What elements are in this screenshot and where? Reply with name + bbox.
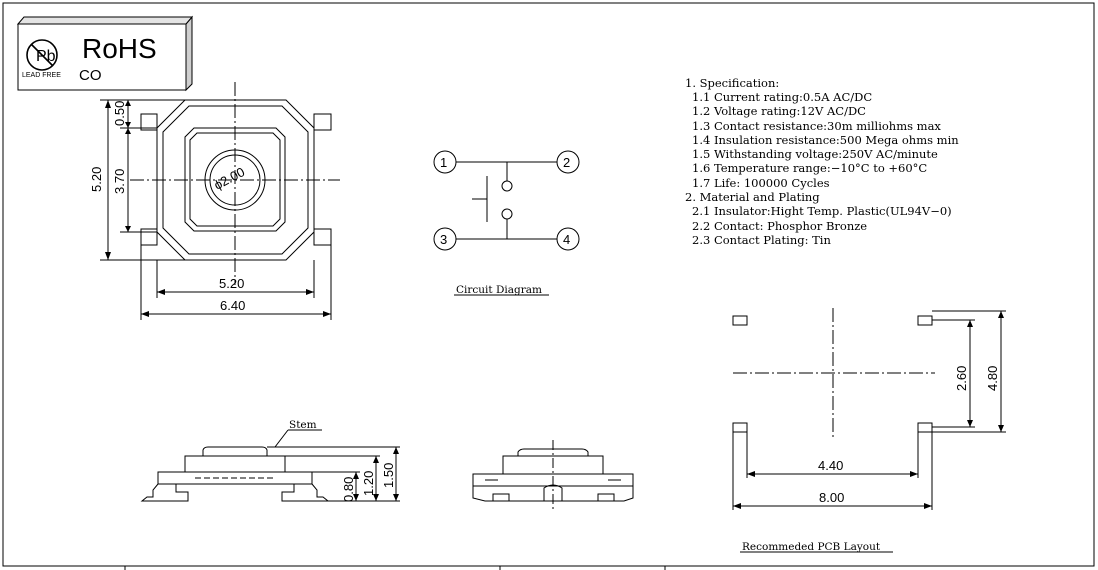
spec-line: 1.5 Withstanding voltage:250V AC/minute — [692, 147, 938, 161]
circuit-caption: Circuit Diagram — [456, 284, 542, 296]
circuit-pin-3: 3 — [440, 232, 447, 247]
pcb-caption: Recommeded PCB Layout — [742, 541, 881, 553]
circuit-pin-2: 2 — [563, 155, 570, 170]
dim-5-20-horizontal: 5.20 — [219, 276, 244, 291]
spec-line: 1.3 Contact resistance:30m milliohms max — [692, 119, 941, 133]
rohs-subtitle: CO — [79, 67, 102, 84]
dim-diameter-2-00: ϕ2.00 — [211, 164, 247, 193]
rohs-title: RoHS — [82, 33, 157, 64]
spec-line: 2. Material and Plating — [685, 190, 820, 204]
dim-4-40: 4.40 — [818, 458, 843, 473]
dim-1-50: 1.50 — [381, 463, 396, 488]
side-view — [140, 429, 400, 502]
lead-free-badge-letter: Pb — [36, 48, 56, 65]
dim-5-20-vertical: 5.20 — [89, 167, 104, 192]
front-view — [472, 440, 634, 512]
pcb-arrows — [733, 311, 1004, 509]
circuit-pin-4: 4 — [563, 232, 570, 247]
spec-line: 1.7 Life: 100000 Cycles — [692, 176, 830, 190]
side-view-arrows — [353, 447, 399, 501]
dim-8-00: 8.00 — [819, 490, 844, 505]
dim-0-50: 0.50 — [112, 101, 127, 126]
spec-line: 1.2 Voltage rating:12V AC/DC — [692, 104, 866, 118]
dim-0-80: 0.80 — [341, 477, 356, 502]
lead-free-icon: Pb LEAD FREE — [22, 39, 61, 79]
spec-line: 1.1 Current rating:0.5A AC/DC — [692, 90, 872, 104]
spec-line: 1. Specification: — [685, 76, 779, 90]
dim-6-40: 6.40 — [220, 298, 245, 313]
spec-line: 2.3 Contact Plating: Tin — [692, 233, 831, 247]
lead-free-label: LEAD FREE — [22, 72, 61, 79]
spec-line: 2.1 Insulator:Hight Temp. Plastic(UL94V−… — [692, 204, 952, 218]
top-view — [100, 82, 340, 320]
dim-3-70: 3.70 — [112, 169, 127, 194]
specification-list: 1. Specification: 1.1 Current rating:0.5… — [685, 76, 959, 247]
spec-line: 1.4 Insulation resistance:500 Mega ohms … — [692, 133, 959, 147]
dim-1-20: 1.20 — [361, 471, 376, 496]
spec-line: 1.6 Temperature range:−10°C to +60°C — [692, 161, 927, 175]
circuit-diagram — [433, 150, 580, 296]
dim-4-80: 4.80 — [985, 366, 1000, 391]
circuit-pin-1: 1 — [440, 155, 447, 170]
rohs-logo: Pb LEAD FREE RoHS CO — [16, 15, 194, 92]
pcb-layout — [732, 308, 1006, 553]
stem-label: Stem — [289, 419, 317, 431]
dim-2-60: 2.60 — [954, 366, 969, 391]
spec-line: 2.2 Contact: Phosphor Bronze — [692, 219, 867, 233]
top-view-arrows — [105, 100, 331, 317]
